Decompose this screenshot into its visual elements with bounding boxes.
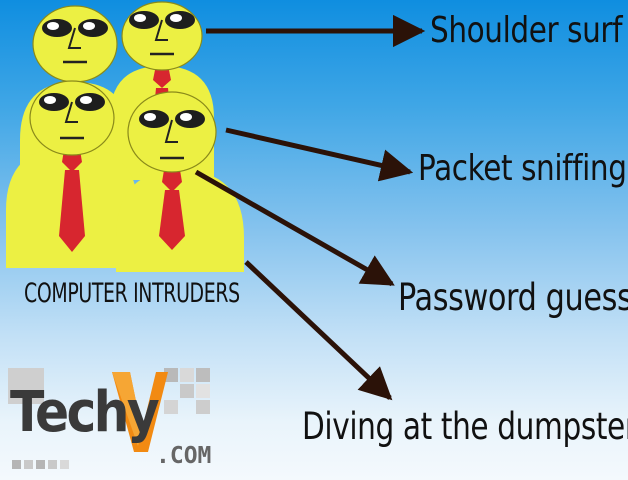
arrow-password-guess bbox=[194, 169, 395, 287]
techyv-logo-domain: .COM bbox=[156, 443, 212, 469]
arrow-diving-dumpster bbox=[244, 260, 393, 401]
techyv-logo-text: Techy bbox=[10, 380, 160, 445]
logo-squares bbox=[8, 368, 210, 469]
method-label-password-guess: Password guess bbox=[398, 276, 628, 319]
computer-intruders-caption: COMPUTER INTRUDERS bbox=[24, 278, 240, 309]
intruder-figure-front-right bbox=[116, 91, 244, 272]
intruder-figure-front-left bbox=[6, 80, 138, 268]
arrow-packet-sniffing bbox=[225, 127, 414, 182]
method-label-shoulder-surf: Shoulder surf bbox=[430, 10, 623, 51]
logo-v-mark bbox=[112, 372, 168, 452]
method-label-packet-sniffing: Packet sniffing bbox=[418, 148, 627, 189]
method-label-dumpster-diving: Diving at the dumpster bbox=[302, 405, 628, 448]
